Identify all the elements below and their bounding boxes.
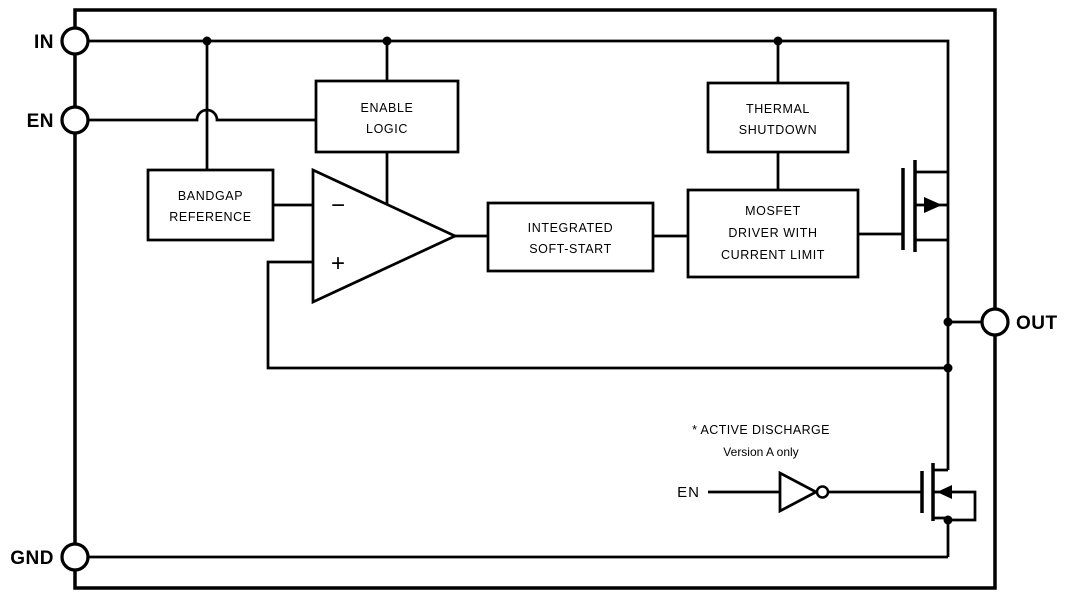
wire-en-with-hop xyxy=(88,108,316,122)
pin-out-terminal xyxy=(980,307,1010,337)
junction-dot xyxy=(382,36,392,46)
block-thermal-shutdown: THERMAL SHUTDOWN xyxy=(706,81,850,154)
pin-gnd-label: GND xyxy=(10,548,54,569)
block-mosfet-driver-label: CURRENT LIMIT xyxy=(721,248,825,262)
pin-en-terminal xyxy=(60,105,90,135)
inverter-en-label: EN xyxy=(677,484,700,501)
pin-in-terminal xyxy=(60,26,90,56)
block-integrated-soft-start-box xyxy=(486,201,655,273)
wire-feedback xyxy=(266,260,948,370)
pin-out-label: OUT xyxy=(1016,313,1058,334)
block-thermal-shutdown-box xyxy=(706,81,850,154)
block-bandgap-reference-box xyxy=(146,168,275,242)
block-mosfet-driver: MOSFET DRIVER WITH CURRENT LIMIT xyxy=(686,188,860,279)
block-integrated-soft-start-label: SOFT-START xyxy=(529,242,612,256)
junction-dots xyxy=(202,36,953,525)
block-mosfet-driver-label: DRIVER WITH xyxy=(728,226,817,240)
pin-gnd-terminal xyxy=(60,542,90,572)
block-enable-logic-box xyxy=(314,79,460,154)
pass-mosfet xyxy=(901,160,942,252)
pin-in: IN xyxy=(34,26,90,56)
block-bandgap-reference-label: REFERENCE xyxy=(169,210,252,224)
block-enable-logic: ENABLE LOGIC xyxy=(314,79,460,154)
discharge-mosfet-body-arrow xyxy=(937,485,952,499)
pin-in-label: IN xyxy=(34,32,54,53)
block-integrated-soft-start: INTEGRATED SOFT-START xyxy=(486,201,655,273)
wire-in-rail xyxy=(88,39,950,322)
block-mosfet-driver-box xyxy=(686,188,860,279)
error-amplifier-body xyxy=(311,167,459,305)
inverter xyxy=(778,470,830,514)
block-integrated-soft-start-label: INTEGRATED xyxy=(528,221,614,235)
inverting-input-label: − xyxy=(331,192,345,219)
block-enable-logic-label: LOGIC xyxy=(366,122,408,136)
version-note: Version A only xyxy=(723,445,798,459)
block-mosfet-driver-label: MOSFET xyxy=(745,204,801,218)
junction-dot xyxy=(202,36,212,46)
noninverting-input-label: + xyxy=(331,250,345,277)
error-amplifier: − + xyxy=(311,167,459,305)
junction-dot xyxy=(943,317,953,327)
wires xyxy=(88,39,982,559)
pin-gnd: GND xyxy=(10,542,90,572)
pin-out: OUT xyxy=(980,307,1058,337)
block-thermal-shutdown-label: SHUTDOWN xyxy=(739,123,817,137)
pin-en: EN xyxy=(27,105,90,135)
pin-en-label: EN xyxy=(27,111,54,132)
block-thermal-shutdown-label: THERMAL xyxy=(746,102,810,116)
block-bandgap-reference: BANDGAP REFERENCE xyxy=(146,168,275,242)
inverter-bubble xyxy=(815,485,830,499)
wire-discharge-body-loop xyxy=(933,490,977,522)
discharge-mosfet xyxy=(920,463,952,521)
block-bandgap-reference-label: BANDGAP xyxy=(178,189,243,203)
inverter-body xyxy=(778,470,819,514)
block-enable-logic-label: ENABLE xyxy=(361,101,414,115)
junction-dot xyxy=(943,515,953,525)
active-discharge-note: * ACTIVE DISCHARGE xyxy=(692,423,830,437)
device-boundary xyxy=(73,8,997,590)
junction-dot xyxy=(773,36,783,46)
junction-dot xyxy=(943,363,953,373)
pass-mosfet-body-arrow xyxy=(924,197,942,213)
